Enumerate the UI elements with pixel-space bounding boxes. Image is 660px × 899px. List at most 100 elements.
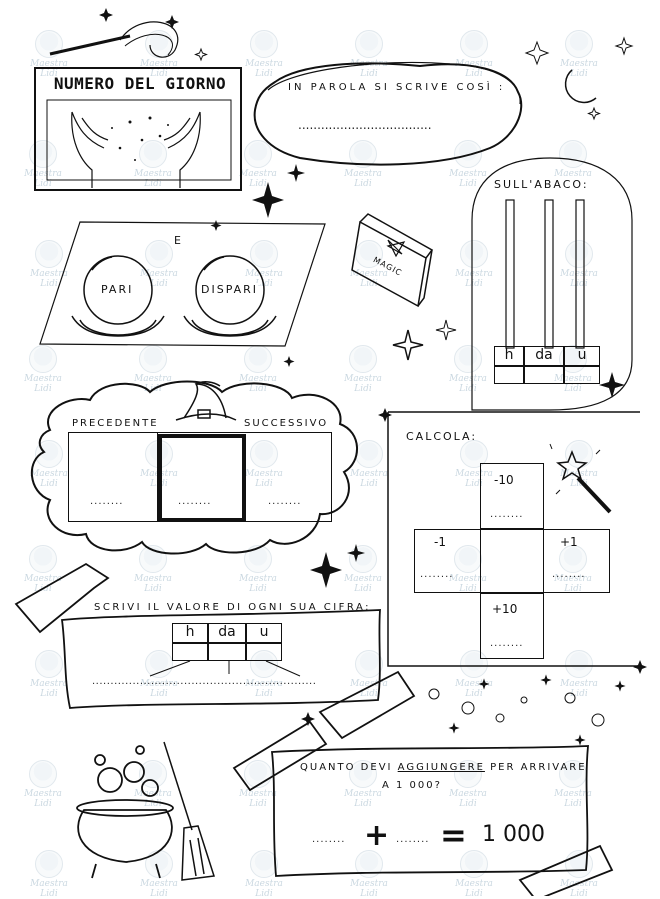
watermark-disc xyxy=(244,760,272,788)
watermark-line1: Maestra xyxy=(245,469,283,479)
watermark-line2: Lidi xyxy=(570,689,588,699)
abaco-label: SULL'ABACO: xyxy=(492,178,591,191)
watermark-line1: Maestra xyxy=(350,269,388,279)
watermark-line1: Maestra xyxy=(455,679,493,689)
watermark-line2: Lidi xyxy=(570,889,588,899)
watermark-line1: Maestra xyxy=(554,374,592,384)
watermark-disc xyxy=(559,140,587,168)
watermark-line1: Maestra xyxy=(140,269,178,279)
watermark-line1: Maestra xyxy=(239,169,277,179)
watermark-disc xyxy=(139,140,167,168)
watermark-line1: Maestra xyxy=(245,879,283,889)
watermark-disc xyxy=(460,440,488,468)
watermark-disc xyxy=(145,650,173,678)
watermark-disc xyxy=(454,345,482,373)
aggiungere-dots-2[interactable]: ........ xyxy=(396,834,430,845)
watermark-line1: Maestra xyxy=(455,469,493,479)
watermark-line1: Maestra xyxy=(560,679,598,689)
watermark-line2: Lidi xyxy=(34,384,52,394)
watermark-line2: Lidi xyxy=(459,179,477,189)
magic-hands-icon xyxy=(71,111,201,188)
calcola-top-dots: ........ xyxy=(490,509,524,520)
calcola-center-box[interactable] xyxy=(480,529,544,593)
calcola-bottom-box[interactable] xyxy=(480,593,544,659)
watermark-line2: Lidi xyxy=(255,479,273,489)
abaco-cell-da[interactable] xyxy=(524,366,564,384)
calcola-plus1: +1 xyxy=(560,535,578,549)
watermark-disc xyxy=(355,440,383,468)
numero-title: NUMERO DEL GIORNO xyxy=(53,74,227,93)
watermark-line1: Maestra xyxy=(24,169,62,179)
watermark-line2: Lidi xyxy=(570,69,588,79)
aggiungere-question-line2: A 1 000? xyxy=(382,780,442,791)
watermark-line1: Maestra xyxy=(24,574,62,584)
precedente-dots: ........ xyxy=(90,496,124,507)
aggiungere-dots-1[interactable]: ........ xyxy=(312,834,346,845)
valore-table: h da u xyxy=(172,623,282,661)
number-precedente-box[interactable] xyxy=(68,432,158,522)
watermark-disc xyxy=(565,240,593,268)
abaco-cell-u[interactable] xyxy=(564,366,600,384)
watermark-line2: Lidi xyxy=(564,799,582,809)
watermark-line1: Maestra xyxy=(455,879,493,889)
current-dots: ........ xyxy=(178,496,212,507)
valore-cell-u[interactable] xyxy=(246,643,282,661)
watermark-line2: Lidi xyxy=(465,279,483,289)
watermark-line2: Lidi xyxy=(459,384,477,394)
watermark-line2: Lidi xyxy=(354,799,372,809)
valore-answer-line[interactable]: ........................................… xyxy=(92,676,317,687)
cauldron-icon xyxy=(76,745,174,879)
watermark-line1: Maestra xyxy=(239,574,277,584)
watermark-line1: Maestra xyxy=(554,789,592,799)
watermark-disc xyxy=(250,440,278,468)
watermark-line2: Lidi xyxy=(249,384,267,394)
aggiungere-underlined: AGGIUNGERE xyxy=(397,762,485,773)
watermark-line1: Maestra xyxy=(30,879,68,889)
valore-header-da: da xyxy=(208,623,246,643)
valore-cell-da[interactable] xyxy=(208,643,246,661)
star-wand-icon xyxy=(549,443,612,514)
watermark-disc xyxy=(559,760,587,788)
watermark-line1: Maestra xyxy=(30,469,68,479)
watermark-line1: Maestra xyxy=(30,59,68,69)
watermark-line2: Lidi xyxy=(150,69,168,79)
watermark-disc xyxy=(454,140,482,168)
calcola-top-box[interactable] xyxy=(480,463,544,529)
parola-answer-line[interactable]: ................................... xyxy=(298,118,432,132)
number-current-box[interactable] xyxy=(158,434,246,522)
watermark-disc xyxy=(454,760,482,788)
valore-header-u: u xyxy=(246,623,282,643)
aggiungere-question-line1: QUANTO DEVI AGGIUNGERE PER ARRIVARE xyxy=(300,762,587,773)
watermark-line1: Maestra xyxy=(30,679,68,689)
watermark-line2: Lidi xyxy=(465,889,483,899)
watermark-line2: Lidi xyxy=(249,179,267,189)
watermark-line2: Lidi xyxy=(144,799,162,809)
watermark-disc xyxy=(460,650,488,678)
successivo-dots: ........ xyxy=(268,496,302,507)
watermark-line2: Lidi xyxy=(40,889,58,899)
watermark-line1: Maestra xyxy=(449,789,487,799)
valore-cell-h[interactable] xyxy=(172,643,208,661)
watermark-disc xyxy=(454,545,482,573)
watermark-disc xyxy=(355,30,383,58)
abaco-cell-h[interactable] xyxy=(494,366,524,384)
watermark-line2: Lidi xyxy=(465,689,483,699)
